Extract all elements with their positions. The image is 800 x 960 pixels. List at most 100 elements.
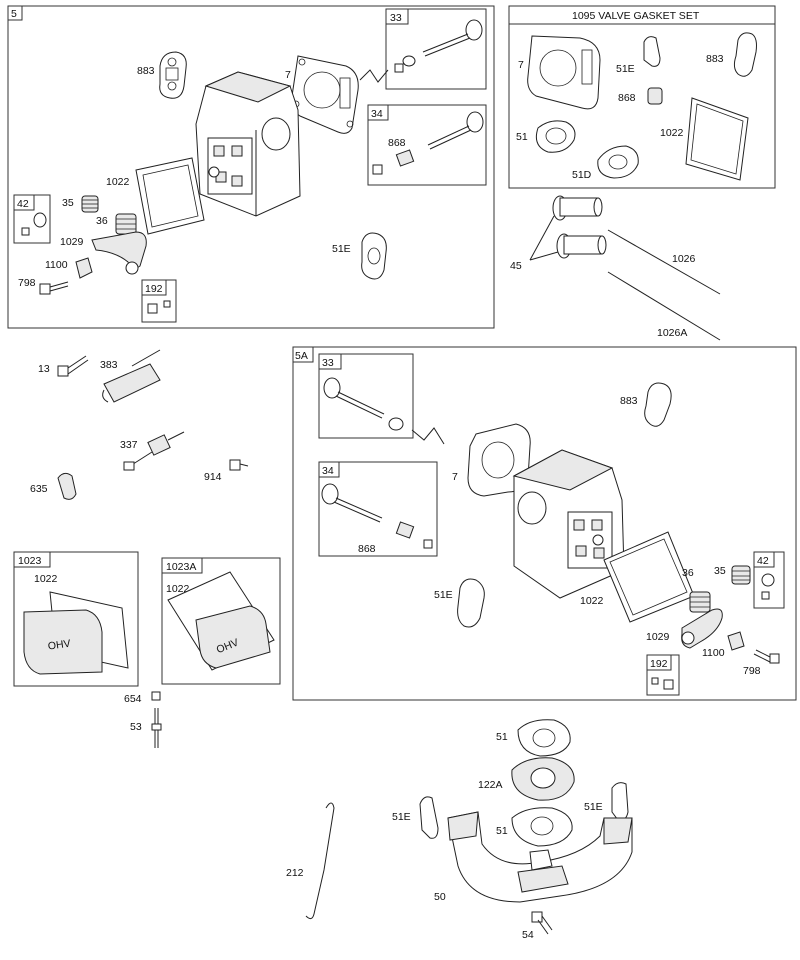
exhaust-valve-a: [372, 111, 484, 175]
valve-spring-36-b: [689, 591, 711, 613]
assembly-box-5a: 5A 33 34 868 7 883: [292, 346, 797, 701]
valve-spring-35-b: [731, 565, 751, 585]
nut-654: [151, 691, 161, 701]
gasket-883-set: [733, 32, 757, 77]
head-gasket-7-set: [527, 35, 601, 110]
label-1022-set: 1022: [660, 127, 684, 139]
label-1100-a: 1100: [45, 259, 68, 271]
gasket-51e-right: [611, 782, 629, 821]
label-51-set: 51: [516, 131, 528, 143]
label-35-b: 35: [714, 565, 726, 577]
box-192-tag-a: 192: [145, 283, 163, 295]
label-383: 383: [100, 359, 118, 371]
label-635: 635: [30, 483, 48, 495]
label-654: 654: [124, 693, 142, 705]
wire-212: [305, 802, 335, 920]
gasket-51e-b: [457, 578, 485, 628]
valve-spring-36-a: [115, 213, 137, 235]
box-1023a-tag: 1023A: [166, 561, 196, 573]
label-51e-right: 51E: [584, 801, 603, 813]
sub-box-34-a: [367, 104, 487, 186]
gasket-51-top: [517, 719, 571, 757]
label-45: 45: [510, 260, 522, 272]
gasket-51e-left: [419, 796, 439, 839]
box-5a-tag: 5A: [295, 350, 308, 362]
sub-box-34-b: [318, 461, 438, 557]
box-33-tag-b: 33: [322, 357, 334, 369]
head-gasket-7-a: [291, 55, 359, 134]
label-36-a: 36: [96, 215, 108, 227]
gasket-51-mid: [511, 807, 573, 847]
label-1026: 1026: [672, 253, 696, 265]
gasket-883-a: [159, 51, 187, 99]
sub-box-33-a: [385, 8, 487, 90]
label-51d-set: 51D: [572, 169, 592, 181]
bolt-54: [531, 911, 553, 935]
rocker-stud-1100-a: [75, 257, 93, 279]
label-51e-a: 51E: [332, 243, 351, 255]
label-883-set: 883: [706, 53, 724, 65]
intake-valve-b: [323, 377, 404, 431]
rocker-cover-1023a: [195, 605, 271, 669]
label-1029-a: 1029: [60, 236, 84, 248]
valve-gasket-set-title: 1095 VALVE GASKET SET: [572, 10, 700, 22]
seal-868-set: [647, 87, 663, 105]
label-51-top: 51: [496, 731, 508, 743]
box-192-tag-b: 192: [650, 658, 668, 670]
label-883-b: 883: [620, 395, 638, 407]
label-1029-b: 1029: [646, 631, 670, 643]
bolt-798-b: [753, 649, 780, 664]
label-51e-b: 51E: [434, 589, 453, 601]
label-798-a: 798: [18, 277, 36, 289]
label-1026a: 1026A: [657, 327, 687, 339]
box-42-tag-a: 42: [17, 198, 29, 210]
label-212: 212: [286, 867, 304, 879]
label-36-b: 36: [682, 567, 694, 579]
box-42-tag-b: 42: [757, 555, 769, 567]
valve-spring-35-a: [81, 195, 99, 213]
label-7-b: 7: [452, 471, 458, 483]
box-33-tag-a: 33: [390, 12, 402, 24]
gasket-51-set: [535, 120, 576, 153]
label-54: 54: [522, 929, 534, 941]
intake-valve-a: [394, 19, 483, 73]
label-1022-a: 1022: [106, 176, 130, 188]
label-51-mid: 51: [496, 825, 508, 837]
stud-53: [151, 708, 162, 748]
spark-plug-337: [123, 431, 185, 471]
label-51e-set: 51E: [616, 63, 635, 75]
label-914: 914: [204, 471, 222, 483]
rocker-cover-box-1023a: 1023A 1022 OHV: [161, 557, 281, 685]
label-1022-c1: 1022: [34, 573, 58, 585]
label-1022-b: 1022: [580, 595, 604, 607]
screw-914: [229, 459, 249, 471]
rocker-cover-1023: [23, 609, 103, 675]
tappets-45: [529, 195, 607, 261]
cover-brand-1023: OHV: [47, 638, 71, 653]
label-868-set: 868: [618, 92, 636, 104]
label-13: 13: [38, 363, 50, 375]
label-798-b: 798: [743, 665, 761, 677]
label-868-a: 868: [388, 137, 406, 149]
rocker-cover-box-1023: 1023 1022 OHV: [13, 551, 139, 687]
push-rods: [607, 229, 721, 341]
gasket-883-b: [644, 382, 672, 427]
assembly-box-5: 5 33 34 868 883: [7, 5, 495, 329]
exhaust-valve-b: [321, 483, 433, 549]
exhaust-manifold-50: [447, 811, 633, 903]
rocker-gasket-1022-a: [135, 157, 205, 235]
valve-gasket-set-box: 1095 VALVE GASKET SET 7 51E 883 868 51 1…: [508, 5, 776, 189]
breather-383: [102, 349, 161, 403]
label-883-a: 883: [137, 65, 155, 77]
cylinder-head-b: [512, 449, 625, 599]
label-35-a: 35: [62, 197, 74, 209]
label-51e-left: 51E: [392, 811, 411, 823]
bolt-798-a: [39, 281, 69, 295]
label-1022-c2: 1022: [166, 583, 190, 595]
label-50: 50: [434, 891, 446, 903]
bolt-13: [57, 355, 89, 377]
rocker-gasket-1022-set: [685, 97, 749, 181]
box-34-tag-b: 34: [322, 465, 334, 477]
